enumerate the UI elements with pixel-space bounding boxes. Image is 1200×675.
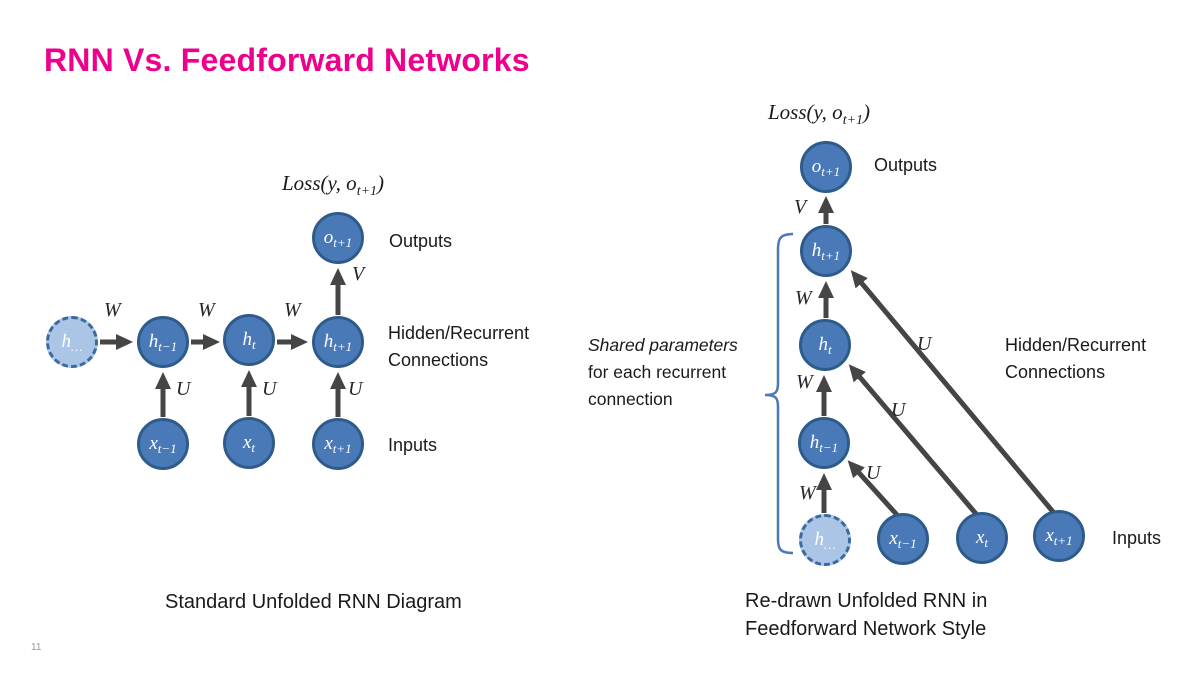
right-diagram-arrows: [815, 196, 1056, 518]
loss-post: ): [377, 171, 385, 195]
edge-label-w: W: [795, 287, 812, 309]
edge-label-u: U: [891, 399, 906, 421]
left-diagram-caption: Standard Unfolded RNN Diagram: [165, 591, 462, 613]
shared-parameters-bracket: [764, 232, 794, 555]
arrow-u-right-2: [848, 364, 979, 517]
arrow-u-right-1: [847, 460, 900, 518]
inputs-label-left: Inputs: [388, 435, 438, 455]
edge-label-u: U: [262, 378, 277, 400]
inputs-label-right: Inputs: [1112, 528, 1162, 548]
hidden-connections-label-right: Hidden/Recurrent Connections: [1005, 335, 1147, 382]
node-h-prev-left: h…: [46, 316, 98, 368]
edge-label-u: U: [176, 378, 191, 400]
left-diagram-arrows: [100, 268, 346, 417]
shared-parameters-annotation: Shared parameters for each recurrent con…: [588, 335, 738, 409]
outputs-label-left: Outputs: [389, 231, 453, 251]
loss-label-left: Loss(y, ot+1): [282, 171, 384, 200]
outputs-label-right: Outputs: [874, 155, 938, 175]
edge-label-w: W: [104, 299, 121, 321]
edge-label-w: W: [284, 299, 301, 321]
page-number: 11: [31, 642, 42, 653]
edge-label-u: U: [348, 378, 363, 400]
edge-label-v: V: [352, 263, 365, 285]
edge-label-w: W: [796, 371, 813, 393]
loss-post: ): [863, 100, 871, 124]
loss-pre: Loss(y, o: [282, 171, 357, 195]
edge-label-w: W: [799, 482, 816, 504]
edge-label-w: W: [198, 299, 215, 321]
right-diagram-caption: Re-drawn Unfolded RNN in Feedforward Net…: [745, 590, 988, 640]
loss-sub: t+1: [842, 113, 864, 128]
hidden-connections-label-left: Hidden/Recurrent Connections: [388, 323, 530, 370]
edge-label-u: U: [866, 462, 881, 484]
slide-title: RNN Vs. Feedforward Networks: [44, 42, 530, 78]
edge-label-v: V: [794, 196, 807, 218]
edge-label-u: U: [917, 333, 932, 355]
arrow-u-right-3: [850, 270, 1056, 515]
loss-sub: t+1: [356, 184, 378, 199]
loss-label-right: Loss(y, ot+1): [768, 100, 870, 129]
node-h-prev-right: h…: [799, 514, 851, 566]
loss-pre: Loss(y, o: [768, 100, 843, 124]
